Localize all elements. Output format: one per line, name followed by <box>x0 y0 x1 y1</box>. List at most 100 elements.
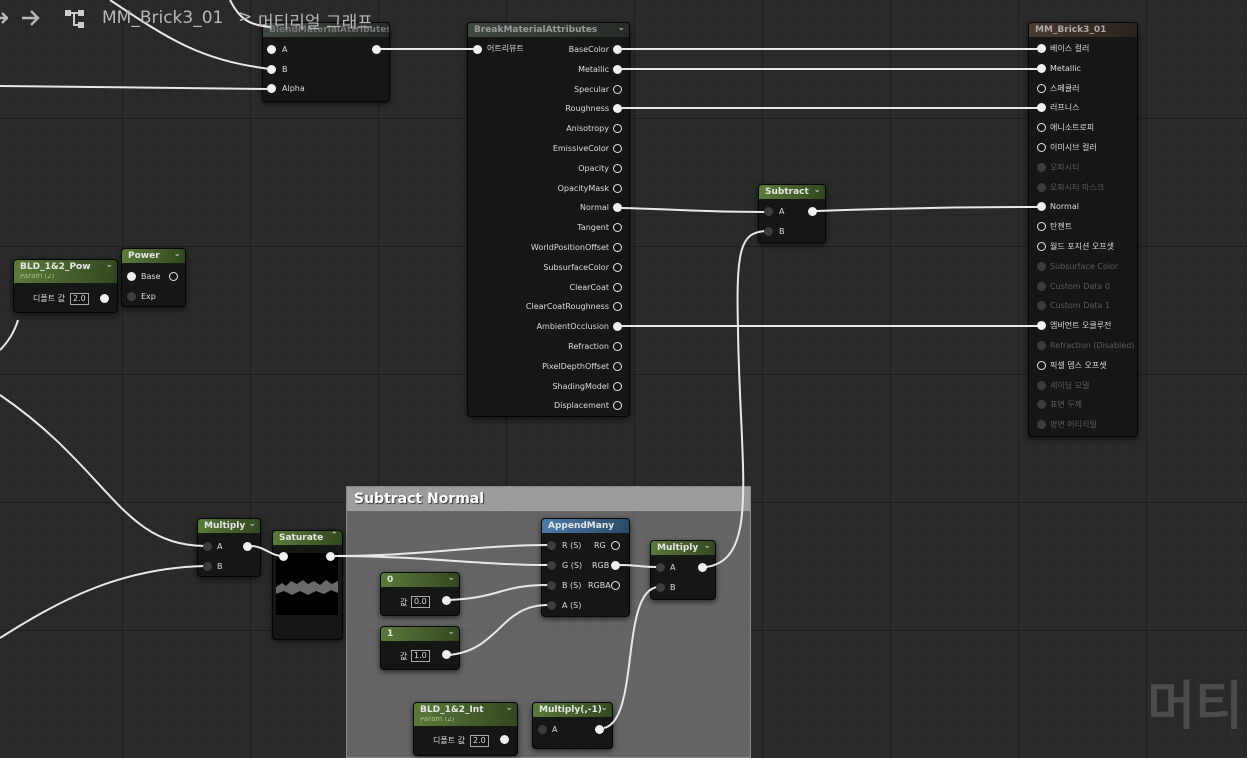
pin-saturate-out[interactable] <box>326 552 335 561</box>
pin-multiply-left-out[interactable] <box>243 542 252 551</box>
pin-break-output[interactable] <box>613 64 622 74</box>
node-param-bld-pow[interactable]: BLD_1&2_Pow Param (2) ⌄ <box>13 259 118 313</box>
pin-result-input[interactable] <box>1037 341 1046 350</box>
pin-subtract-b[interactable] <box>764 227 773 236</box>
pin-append-r[interactable] <box>547 541 556 550</box>
pin-result-input[interactable] <box>1037 162 1046 172</box>
pin-const1-out[interactable] <box>442 650 451 659</box>
pin-break-output[interactable] <box>613 361 622 371</box>
pin-result-input[interactable] <box>1037 420 1046 430</box>
default-value-field[interactable]: 2.0 <box>70 293 89 305</box>
pin-append-rg-out[interactable] <box>611 541 620 550</box>
graph-toolbar: MM_Brick3_01 > 머티리얼 그래프 <box>0 0 420 38</box>
pin-blend-a[interactable] <box>267 45 276 54</box>
pin-result-input[interactable] <box>1037 44 1046 53</box>
pin-result-input[interactable] <box>1037 143 1046 152</box>
pin-multiply-neg-a[interactable] <box>538 725 547 734</box>
pin-break-output[interactable] <box>613 243 622 252</box>
pin-break-input[interactable] <box>473 45 482 54</box>
default-value-field[interactable]: 2.0 <box>470 735 489 747</box>
pin-break-output[interactable] <box>613 124 622 134</box>
chevron-down-icon[interactable]: ⌄ <box>813 185 821 195</box>
node-constant-1[interactable]: 1 ⌄ <box>380 626 460 670</box>
value-field[interactable]: 1.0 <box>411 650 430 662</box>
pin-break-output[interactable] <box>613 381 622 391</box>
pin-result-input[interactable] <box>1037 103 1046 113</box>
pin-result-input[interactable] <box>1037 242 1046 251</box>
pin-power-exp[interactable] <box>127 292 136 301</box>
pin-result-input[interactable] <box>1037 63 1046 73</box>
chevron-down-icon[interactable]: ⌄ <box>600 703 608 713</box>
pin-subtract-out[interactable] <box>808 207 817 216</box>
pin-break-output[interactable] <box>613 322 622 332</box>
chevron-down-icon[interactable]: ⌄ <box>105 260 113 270</box>
pin-power-base[interactable] <box>127 272 136 281</box>
pin-append-rgb-out[interactable] <box>611 561 620 570</box>
pin-append-g[interactable] <box>547 561 556 570</box>
pin-result-input[interactable] <box>1037 261 1046 271</box>
pin-break-output[interactable] <box>613 401 622 411</box>
pin-break-output[interactable] <box>613 183 622 193</box>
pin-break-output[interactable] <box>613 342 622 351</box>
pin-break-output[interactable] <box>613 223 622 233</box>
chevron-down-icon[interactable]: ⌄ <box>447 573 455 583</box>
pin-multiply-left-b[interactable] <box>203 562 212 571</box>
asset-name[interactable]: MM_Brick3_01 <box>102 8 224 28</box>
pin-result-input[interactable] <box>1037 182 1046 192</box>
pin-result-input[interactable] <box>1037 321 1046 331</box>
pin-break-output[interactable] <box>613 282 622 292</box>
chevron-down-icon[interactable]: ⌄ <box>173 249 181 259</box>
pin-multiply-right-b[interactable] <box>656 583 665 592</box>
pin-break-output[interactable] <box>613 144 622 153</box>
pin-result-input[interactable] <box>1037 123 1046 133</box>
pin-result-input[interactable] <box>1037 222 1046 232</box>
pin-result-input[interactable] <box>1037 380 1046 390</box>
graph-icon <box>64 9 86 33</box>
pin-result-input[interactable] <box>1037 400 1046 410</box>
pin-blend-alpha[interactable] <box>267 84 276 93</box>
pin-power-out[interactable] <box>169 272 178 281</box>
pin-saturate-in[interactable] <box>279 552 288 561</box>
pin-multiply-right-a[interactable] <box>656 563 665 572</box>
node-param-bld-int[interactable]: BLD_1&2_Int Param (2) ⌄ <box>413 702 518 756</box>
chevron-down-icon[interactable]: ⌄ <box>248 519 256 529</box>
pin-append-rgba-out[interactable] <box>611 581 620 590</box>
chevron-down-icon[interactable]: ⌄ <box>447 627 455 637</box>
pin-result-input[interactable] <box>1037 301 1046 311</box>
pin-multiply-left-a[interactable] <box>203 542 212 551</box>
pin-append-b[interactable] <box>547 581 556 590</box>
pin-break-output[interactable] <box>613 302 622 312</box>
pin-result-input[interactable] <box>1037 202 1046 212</box>
pin-param-pow-out[interactable] <box>100 294 109 303</box>
node-constant-0[interactable]: 0 ⌄ <box>380 572 460 616</box>
chevron-down-icon[interactable]: ⌄ <box>505 703 513 713</box>
pin-break-output[interactable] <box>613 163 622 173</box>
chevron-down-icon[interactable]: ⌄ <box>703 541 711 551</box>
pin-result-input[interactable] <box>1037 83 1046 93</box>
pin-blend-b[interactable] <box>267 65 276 74</box>
pin-const0-out[interactable] <box>442 596 451 605</box>
pin-param-int-out[interactable] <box>500 735 509 744</box>
chevron-down-icon[interactable]: ⌄ <box>617 23 625 33</box>
back-arrow-icon[interactable] <box>0 9 8 27</box>
pin-break-output[interactable] <box>613 104 622 114</box>
arrow-right-icon[interactable] <box>20 8 42 32</box>
node-saturate[interactable]: Saturate ⌃ <box>272 530 343 640</box>
chevron-up-icon[interactable]: ⌃ <box>330 531 338 541</box>
pin-append-a[interactable] <box>547 601 556 610</box>
node-break-material-attributes[interactable]: BreakMaterialAttributes ⌄ <box>467 22 630 417</box>
pin-subtract-a[interactable] <box>764 207 773 216</box>
pin-blend-out[interactable] <box>372 45 381 54</box>
pin-result-input[interactable] <box>1037 281 1046 291</box>
pin-break-output[interactable] <box>613 45 622 54</box>
node-material-result[interactable]: MM_Brick3_01 <box>1028 22 1138 437</box>
pin-multiply-right-out[interactable] <box>698 563 707 572</box>
pin-result-input[interactable] <box>1037 360 1046 370</box>
value-field[interactable]: 0.0 <box>411 596 430 608</box>
pin-multiply-neg-out[interactable] <box>595 725 604 734</box>
pin-break-output[interactable] <box>613 262 622 272</box>
pin-break-output[interactable] <box>613 84 622 94</box>
node-blend-material-attributes[interactable]: BlendMaterialAttributes <box>262 22 390 102</box>
pin-break-output[interactable] <box>613 203 622 213</box>
graph-name[interactable]: 머티리얼 그래프 <box>258 13 373 33</box>
